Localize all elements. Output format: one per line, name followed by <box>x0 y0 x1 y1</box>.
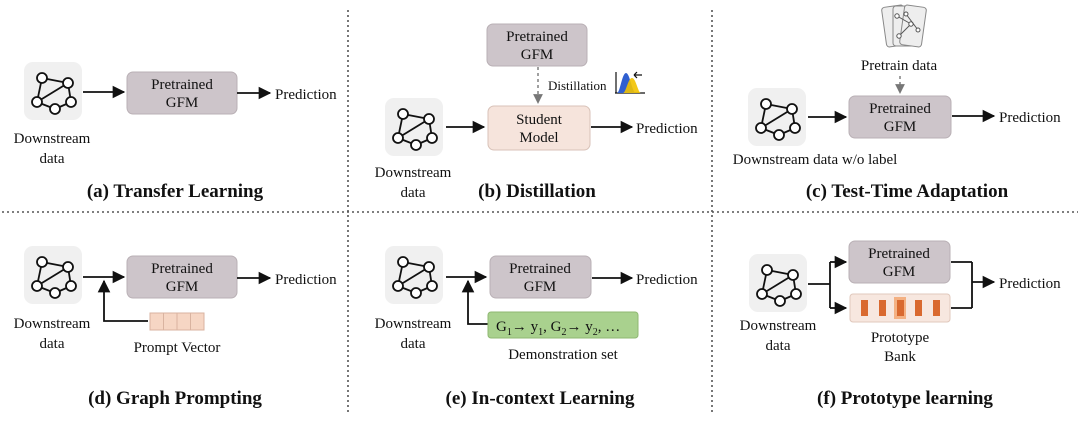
student-label-line2: Model <box>519 130 558 146</box>
model-label-line1: Pretrained <box>868 246 930 262</box>
prototype-cells <box>861 297 940 319</box>
student-label-line1: Student <box>516 112 563 128</box>
graph-icon <box>747 87 807 147</box>
panel-transfer-learning: Downstream data Pretrained GFM Predictio… <box>14 61 337 202</box>
prompt-label: Prompt Vector <box>134 340 221 356</box>
panel-caption: (d) Graph Prompting <box>88 388 262 409</box>
panel-in-context-learning: Downstream data Pretrained GFM Predictio… <box>375 245 698 409</box>
pretrained-gfm-box <box>126 255 238 299</box>
graph-icon <box>23 245 83 305</box>
input-label-line1: Downstream <box>740 318 817 334</box>
graph-icon <box>748 253 808 313</box>
source-label: Pretrain data <box>861 58 938 74</box>
input-label-line2: data <box>40 151 65 167</box>
output-label: Prediction <box>275 272 337 288</box>
pretrained-gfm-box <box>489 255 592 299</box>
panel-caption: (a) Transfer Learning <box>87 181 264 202</box>
output-label: Prediction <box>636 272 698 288</box>
panel-caption: (e) In-context Learning <box>446 388 635 409</box>
model-label-line2: GFM <box>883 264 916 280</box>
model-label-line2: GFM <box>166 95 199 111</box>
input-label-line1: Downstream <box>375 165 452 181</box>
input-label-line1: Downstream <box>14 131 91 147</box>
teacher-gfm-box <box>486 23 588 67</box>
input-label-line2: data <box>40 336 65 352</box>
panel-caption: (c) Test-Time Adaptation <box>806 181 1009 202</box>
demonstration-set-box <box>487 311 639 339</box>
input-label-line1: Downstream <box>375 316 452 332</box>
distribution-icon <box>615 71 645 94</box>
output-label: Prediction <box>999 110 1061 126</box>
student-model-box <box>487 105 591 151</box>
output-label: Prediction <box>999 276 1061 292</box>
distillation-edge-label: Distillation <box>548 78 607 93</box>
teacher-label-line2: GFM <box>521 47 554 63</box>
panel-test-time-adaptation: Pretrain data Downstream data w/o label … <box>733 4 1061 202</box>
panel-distillation: Pretrained GFM Distillation Downstream d… <box>375 23 698 202</box>
output-label: Prediction <box>636 121 698 137</box>
demonstration-label: Demonstration set <box>508 347 618 363</box>
input-label-line2: data <box>766 338 791 354</box>
model-label-line1: Pretrained <box>869 101 931 117</box>
graph-icon <box>384 245 444 305</box>
graph-icon <box>23 61 83 121</box>
model-label-line1: Pretrained <box>151 261 213 277</box>
output-label: Prediction <box>275 87 337 103</box>
input-label-line1: Downstream <box>14 316 91 332</box>
teacher-label-line1: Pretrained <box>506 29 568 45</box>
model-label-line1: Pretrained <box>509 261 571 277</box>
panel-graph-prompting: Downstream data Pretrained GFM Predictio… <box>14 245 337 409</box>
bank-label-line2: Bank <box>884 349 916 365</box>
demonstration-text: G1→ y1, G2→ y2, … <box>496 319 620 338</box>
prompt-vector <box>149 312 205 331</box>
panel-caption: (b) Distillation <box>478 181 596 202</box>
bank-label-line1: Prototype <box>871 330 930 346</box>
model-label-line1: Pretrained <box>151 77 213 93</box>
pretrain-data-icon <box>881 4 927 48</box>
model-label-line2: GFM <box>884 119 917 135</box>
model-label-line2: GFM <box>524 279 557 295</box>
input-label-line2: data <box>401 185 426 201</box>
model-label-line2: GFM <box>166 279 199 295</box>
graph-icon <box>384 97 444 157</box>
pretrained-gfm-box <box>848 240 951 284</box>
panel-prototype-learning: Downstream data Pretrained GFM Predictio… <box>740 240 1061 409</box>
input-label: Downstream data w/o label <box>733 152 898 168</box>
pretrained-gfm-box <box>848 95 952 139</box>
input-label-line2: data <box>401 336 426 352</box>
panel-caption: (f) Prototype learning <box>817 388 993 409</box>
